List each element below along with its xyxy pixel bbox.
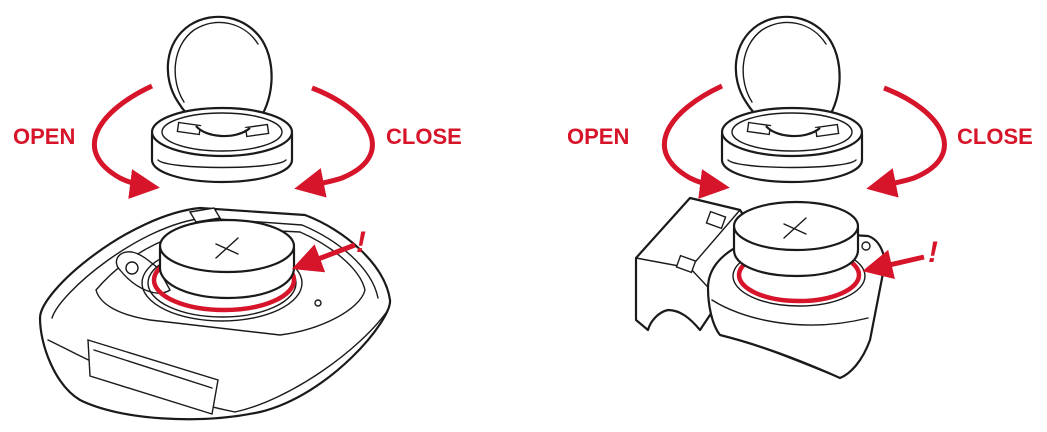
open-label-right: OPEN [567,124,629,149]
close-arrow-right [866,85,947,198]
warning-arrow-left [291,242,356,273]
battery-cover-right [720,106,864,184]
device-body-left [38,206,392,421]
open-arrow-right [662,83,730,199]
panel-right: OPEN CLOSE ! [567,15,1033,380]
warning-arrow-right [862,249,925,280]
warning-mark-left: ! [356,226,366,259]
close-label-left: CLOSE [386,124,462,149]
open-arrow-left [92,83,160,199]
warning-mark-right: ! [928,236,938,269]
close-arrow-left [294,85,375,198]
mount-body-right [634,196,886,380]
battery-cover-left [150,106,294,184]
panel-left: OPEN CLOSE ! [13,15,462,421]
close-label-right: CLOSE [957,124,1033,149]
open-label-left: OPEN [13,124,75,149]
